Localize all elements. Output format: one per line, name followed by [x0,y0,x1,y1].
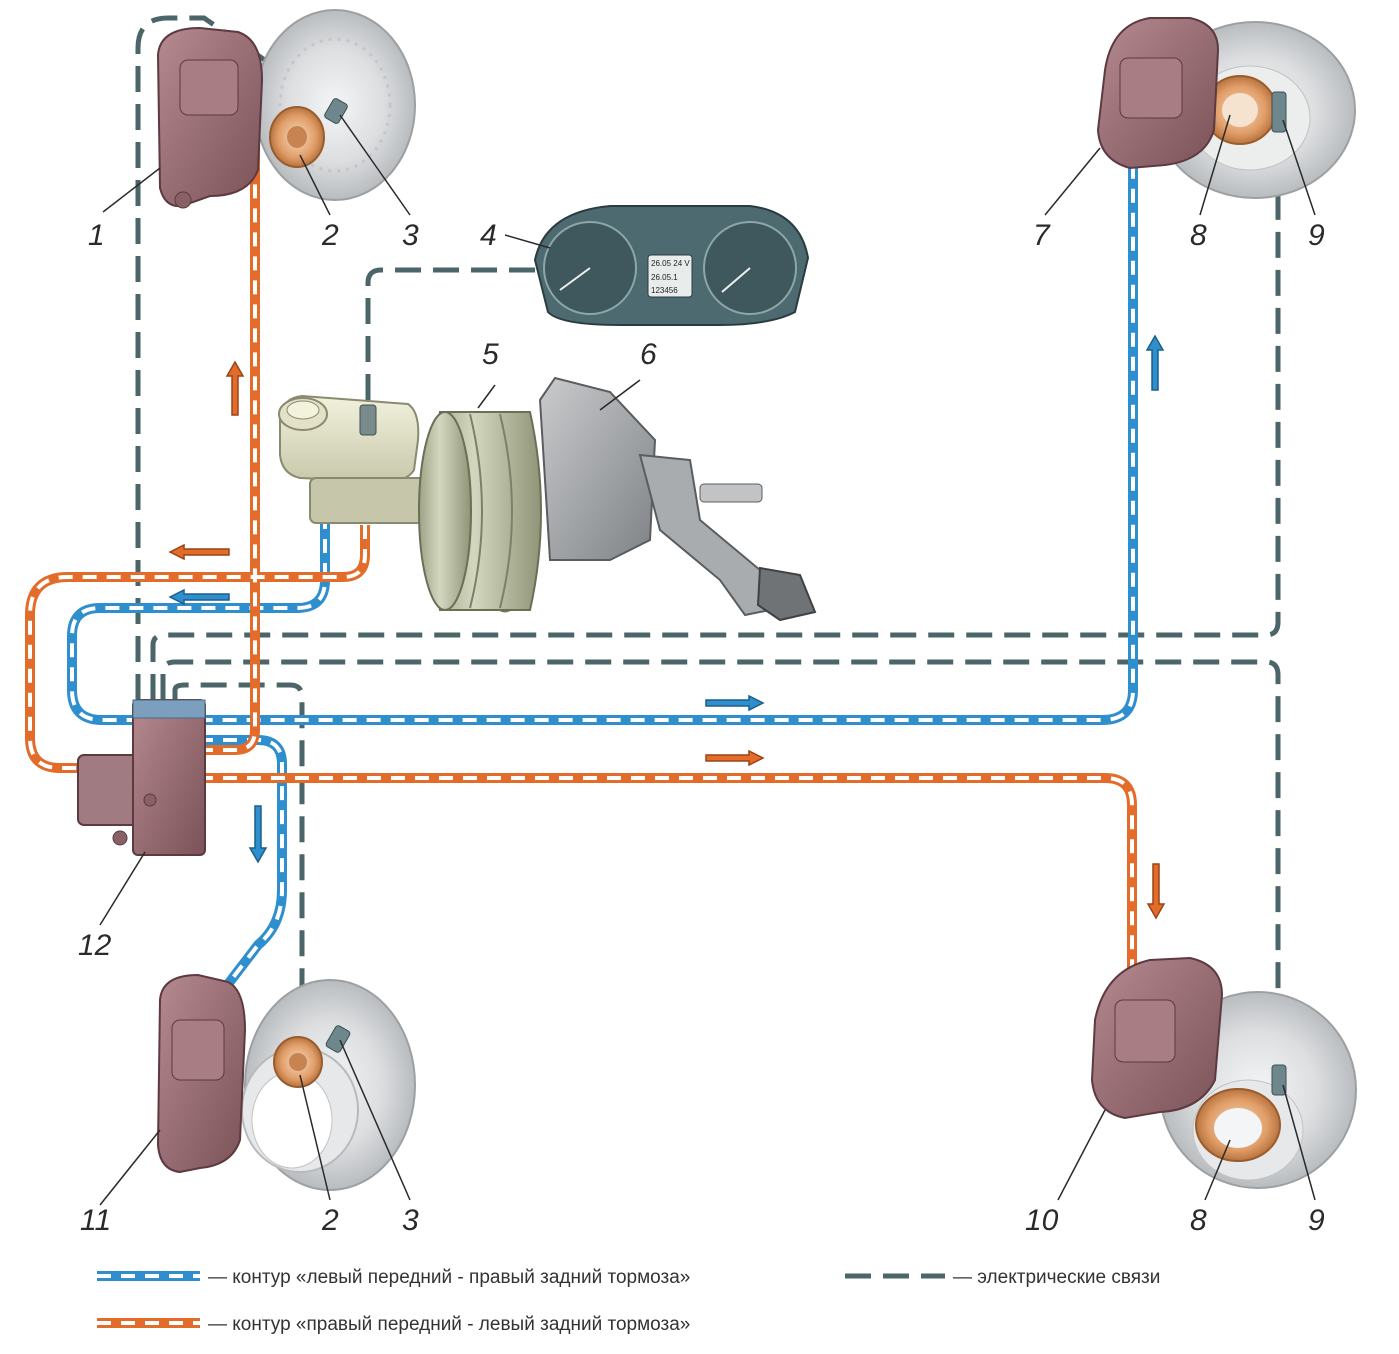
callout-numbers: 1 2 3 4 5 6 7 8 9 12 11 2 3 10 8 9 [78,219,1325,1237]
blue-arrow-up-icon [1145,334,1165,391]
rear-left-brake [156,973,416,1191]
wire-abs-rear-right-sensor [160,659,1281,1080]
label-11: 11 [80,1204,111,1237]
display-line-3: 123456 [651,286,678,295]
blue-arrow-down-icon [248,805,268,864]
orange-arrow-right-icon [705,749,765,767]
label-6: 6 [640,338,657,371]
brake-caliper [156,26,264,209]
brake-pedal-assembly [538,376,817,622]
brake-caliper [1096,17,1220,170]
abs-hydraulic-unit [77,699,206,856]
label-5: 5 [482,338,499,371]
label-2: 2 [321,219,339,252]
legend-blue-label: — контур «левый передний - правый задний… [208,1267,690,1288]
wheel-speed-sensor [325,1025,351,1053]
wire-cluster [365,267,540,400]
blue-arrow-right-icon [705,694,765,712]
wheel-speed-sensor [324,98,348,124]
leader-lines [99,114,1316,1206]
wire-abs-rear-left-sensor [172,682,340,1028]
electric-wiring [135,15,1281,1080]
label-8: 8 [1190,219,1207,252]
legend-orange-label: — контур «правый передний - левый задний… [208,1314,690,1335]
label-4: 4 [480,219,497,252]
display-line-1: 26.05 24 V [651,259,690,268]
wire-abs-cluster [150,120,1281,700]
label-9: 9 [1308,219,1325,252]
label-8-bottom: 8 [1190,1204,1207,1237]
label-7: 7 [1033,219,1051,252]
front-right-brake [1090,956,1357,1189]
wheel-speed-sensor [1271,1064,1287,1096]
orange-arrow-down-icon [1146,863,1166,920]
legend-electric-label: — электрические связи [953,1267,1160,1288]
brake-caliper [156,973,247,1174]
vacuum-brake-booster [418,411,542,613]
label-12: 12 [78,929,112,962]
brake-caliper [1090,956,1224,1120]
blue-circuit [67,168,1138,996]
label-2-bottom: 2 [321,1204,339,1237]
rear-right-brake [1096,17,1356,199]
trip-display [647,254,693,298]
wire-abs-front-left-sensor [135,15,342,700]
label-1: 1 [88,219,105,252]
master-cylinder [278,394,426,524]
orange-arrow-left-icon [168,543,230,561]
front-left-brake [156,9,416,209]
label-3-bottom: 3 [402,1204,419,1237]
label-3: 3 [402,219,419,252]
flow-arrows [168,334,1166,920]
label-9-bottom: 9 [1308,1204,1325,1237]
label-10: 10 [1025,1204,1059,1237]
instrument-cluster: 26.05 24 V 26.05.1 123456 [533,205,810,326]
orange-arrow-up-icon [225,360,245,416]
display-line-2: 26.05.1 [651,273,678,282]
legend: — контур «левый передний - правый задний… [97,1267,1160,1335]
blue-arrow-left-icon [168,588,230,606]
wheel-speed-sensor [1271,91,1287,133]
